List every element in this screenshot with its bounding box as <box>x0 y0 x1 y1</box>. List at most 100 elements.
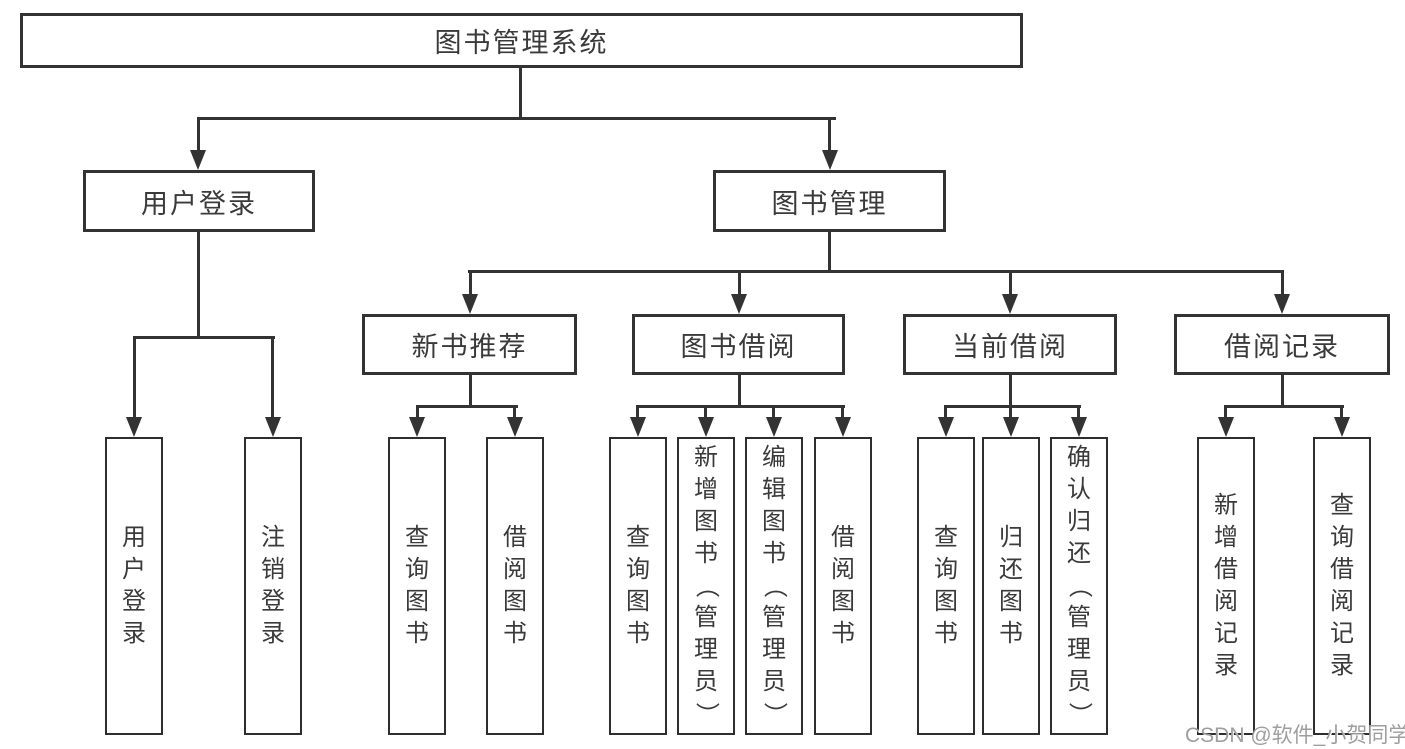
vertical-char: ） <box>761 702 788 726</box>
vertical-char: 图 <box>626 588 650 615</box>
vertical-char: 还 <box>999 556 1023 583</box>
vertical-char: 书 <box>762 540 786 567</box>
vertical-char: 书 <box>934 620 958 647</box>
arrowhead-down-icon <box>1003 417 1019 437</box>
vertical-char: 管 <box>694 604 718 631</box>
connector-line <box>841 405 844 420</box>
node-user-login-label: 用户登录 <box>141 188 257 219</box>
vertical-char: 销 <box>261 556 285 583</box>
connector-line <box>1224 405 1227 420</box>
arrowhead-down-icon <box>1002 294 1018 314</box>
arrowhead-down-icon <box>409 417 425 437</box>
vertical-char: （ <box>761 574 788 598</box>
leaf-return-book: 归还图书 <box>982 437 1040 735</box>
leaf-user-login-label: 用户登录 <box>118 522 150 650</box>
arrowhead-down-icon <box>1334 417 1350 437</box>
arrowhead-down-icon <box>462 294 478 314</box>
vertical-char: 书 <box>694 540 718 567</box>
vertical-char: 录 <box>122 620 146 647</box>
leaf-borrow-books-recommend: 借阅图书 <box>486 437 544 735</box>
leaf-query-books-recommend-label: 查询图书 <box>401 522 433 650</box>
node-current-borrowing-label: 当前借阅 <box>952 332 1068 362</box>
leaf-add-borrow-record: 新增借阅记录 <box>1197 437 1255 735</box>
connector-line <box>468 270 1284 273</box>
vertical-char: 录 <box>1214 652 1238 679</box>
vertical-char: ） <box>1066 702 1093 726</box>
arrowhead-down-icon <box>1274 294 1290 314</box>
leaf-confirm-return-admin: 确认归还（管理员） <box>1050 437 1108 735</box>
vertical-char: 增 <box>1214 524 1238 551</box>
arrowhead-down-icon <box>1071 417 1087 437</box>
vertical-char: 记 <box>1330 620 1354 647</box>
connector-line <box>197 117 836 120</box>
leaf-borrow-books-borrowing: 借阅图书 <box>814 437 872 735</box>
vertical-char: 图 <box>762 508 786 535</box>
connector-line <box>133 336 275 339</box>
vertical-char: 理 <box>1067 636 1091 663</box>
vertical-char: 查 <box>405 524 429 551</box>
vertical-char: 借 <box>1330 556 1354 583</box>
connector-line <box>133 336 136 419</box>
vertical-char: （ <box>693 574 720 598</box>
vertical-char: 户 <box>122 556 146 583</box>
vertical-char: 阅 <box>1330 588 1354 615</box>
vertical-char: 增 <box>694 476 718 503</box>
leaf-borrow-books-borrowing-label: 借阅图书 <box>827 522 859 650</box>
connector-line <box>1009 375 1012 407</box>
vertical-char: 询 <box>405 556 429 583</box>
vertical-char: 新 <box>1214 492 1238 519</box>
connector-line <box>1009 405 1012 420</box>
vertical-char: 管 <box>1067 604 1091 631</box>
vertical-char: 登 <box>261 588 285 615</box>
leaf-logout: 注销登录 <box>244 437 302 735</box>
node-new-book-recommend-label: 新书推荐 <box>411 332 528 362</box>
node-new-book-recommend: 新书推荐 <box>362 314 577 375</box>
vertical-char: 图 <box>831 588 855 615</box>
connector-line <box>636 405 845 408</box>
connector-line <box>772 405 775 420</box>
leaf-confirm-return-admin-label: 确认归还（管理员） <box>1063 442 1095 730</box>
arrowhead-down-icon <box>698 417 714 437</box>
vertical-char: 询 <box>934 556 958 583</box>
vertical-char: 管 <box>762 604 786 631</box>
leaf-query-borrow-record: 查询借阅记录 <box>1313 437 1371 735</box>
vertical-char: （ <box>1066 574 1093 598</box>
vertical-char: 询 <box>626 556 650 583</box>
vertical-char: 图 <box>999 588 1023 615</box>
leaf-user-login: 用户登录 <box>105 437 163 735</box>
arrowhead-down-icon <box>126 417 142 437</box>
leaf-query-books-current: 查询图书 <box>917 437 975 735</box>
connector-line <box>1224 405 1344 408</box>
arrowhead-down-icon <box>731 294 747 314</box>
vertical-char: 查 <box>1330 492 1354 519</box>
node-borrow-records: 借阅记录 <box>1174 314 1390 375</box>
vertical-char: 认 <box>1067 476 1091 503</box>
vertical-char: 阅 <box>503 556 527 583</box>
vertical-char: 查 <box>934 524 958 551</box>
node-user-login: 用户登录 <box>83 170 315 232</box>
vertical-char: 借 <box>503 524 527 551</box>
vertical-char: 录 <box>261 620 285 647</box>
vertical-char: 阅 <box>1214 588 1238 615</box>
connector-line <box>944 405 1081 408</box>
arrowhead-down-icon <box>938 417 954 437</box>
leaf-borrow-books-recommend-label: 借阅图书 <box>499 522 531 650</box>
arrowhead-down-icon <box>1218 417 1234 437</box>
connector-line <box>704 405 707 420</box>
connector-line <box>1281 270 1284 297</box>
vertical-char: 借 <box>1214 556 1238 583</box>
node-book-borrowing: 图书借阅 <box>632 314 845 375</box>
arrowhead-down-icon <box>630 417 646 437</box>
leaf-logout-label: 注销登录 <box>257 522 289 650</box>
leaf-query-books-current-label: 查询图书 <box>930 522 962 650</box>
vertical-char: 询 <box>1330 524 1354 551</box>
arrowhead-down-icon <box>265 417 281 437</box>
connector-line <box>469 270 472 297</box>
vertical-char: 辑 <box>762 476 786 503</box>
vertical-char: 阅 <box>831 556 855 583</box>
vertical-char: 员 <box>762 668 786 695</box>
node-book-management-label: 图书管理 <box>771 188 888 219</box>
vertical-char: 理 <box>694 636 718 663</box>
vertical-char: 记 <box>1214 620 1238 647</box>
connector-line <box>828 117 831 153</box>
